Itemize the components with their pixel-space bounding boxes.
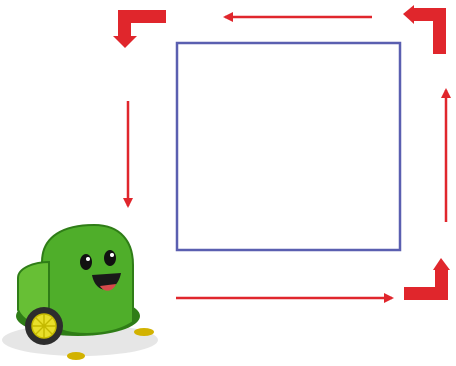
robot-foot-right	[134, 328, 154, 336]
robot-foot-left	[67, 352, 85, 360]
robot-eye-right-highlight	[110, 253, 114, 257]
robot-eye-left-highlight	[86, 257, 90, 261]
robot-eye-left	[80, 254, 92, 270]
robot-tongue	[100, 284, 116, 291]
corner-turn-bottom-right	[404, 258, 450, 300]
robot-wheel-spokes	[32, 314, 56, 338]
robot-mascot	[2, 223, 158, 360]
corner-turn-top-right	[403, 5, 446, 54]
robot-eye-right	[104, 250, 116, 266]
corner-turn-top-left	[113, 10, 166, 48]
central-square	[175, 41, 402, 252]
